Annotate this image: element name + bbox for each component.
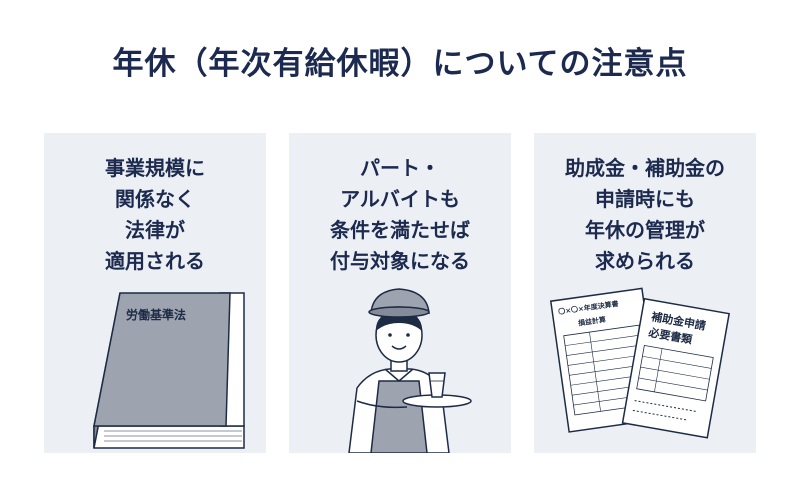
card-subsidy: 助成金・補助金の 申請時にも 年休の管理が 求められる 〇×〇×年度決算書 損益… (534, 133, 756, 453)
card-line: 申請時にも (595, 187, 695, 211)
card-line: 法律が (125, 218, 185, 242)
book-title: 労働基準法 (126, 307, 186, 322)
card-text: パート・ アルバイトも 条件を満たせば 付与対象になる (289, 153, 511, 277)
card-text: 事業規模に 関係なく 法律が 適用される (44, 153, 266, 277)
card-text: 助成金・補助金の 申請時にも 年休の管理が 求められる (534, 153, 756, 277)
card-line: 求められる (595, 249, 695, 273)
card-line: パート・ (360, 156, 440, 180)
card-line: 事業規模に (105, 156, 205, 180)
card-line: 年休の管理が (585, 218, 705, 242)
worker-illustration (348, 288, 472, 453)
card-part-time: パート・ アルバイトも 条件を満たせば 付与対象になる (289, 133, 511, 453)
card-line: 条件を満たせば (330, 218, 470, 242)
doc-back-sub: 損益計算 (577, 315, 606, 328)
law-book-illustration: 労働基準法 (93, 292, 245, 449)
page-title: 年休（年次有給休暇）についての注意点 (112, 46, 688, 82)
card-line: 関係なく (115, 187, 195, 211)
card-line: 付与対象になる (330, 249, 470, 273)
subsidy-application-doc: 補助金申請 必要書類 (621, 297, 731, 439)
card-line: 適用される (105, 249, 205, 273)
card-line: 助成金・補助金の (565, 156, 725, 180)
card-scale: 事業規模に 関係なく 法律が 適用される 労働基準法 (44, 133, 266, 453)
card-line: アルバイトも (340, 187, 460, 211)
documents-illustration: 〇×〇×年度決算書 損益計算 補助金申請 必要書類 (549, 287, 731, 439)
